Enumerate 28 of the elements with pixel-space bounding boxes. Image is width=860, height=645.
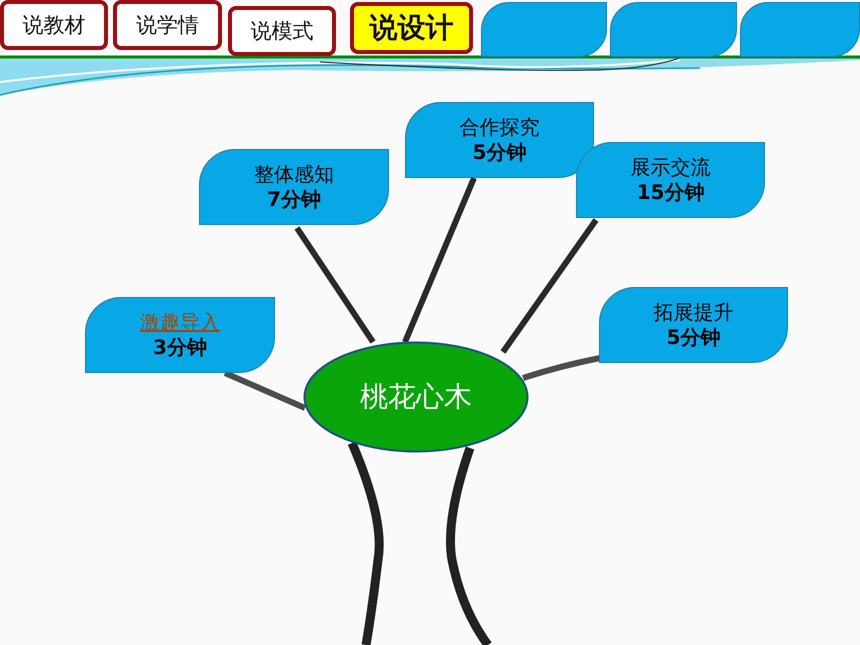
topic-ellipse: 桃花心木	[303, 341, 529, 453]
leaf-box	[199, 149, 389, 225]
branch-line	[294, 226, 376, 344]
branch-line	[224, 370, 306, 411]
duration-text: 15分钟	[636, 180, 704, 205]
leaf-box	[405, 102, 594, 178]
duration-text: 5分钟	[666, 325, 720, 350]
duration-text: 5分钟	[472, 140, 526, 165]
branch-line	[522, 355, 601, 381]
branch-line	[500, 218, 598, 354]
branch-line	[402, 176, 477, 344]
leaf-box	[85, 297, 275, 373]
duration-text: 7分钟	[267, 187, 321, 212]
step-title: 展示交流	[630, 155, 710, 180]
link: 激趣导入	[140, 310, 220, 335]
step-title: 合作探究	[460, 115, 540, 140]
duration-text: 3分钟	[153, 335, 207, 360]
tab-button: 说教材	[0, 0, 108, 50]
tab-button	[481, 2, 607, 57]
tab-button: 说模式	[228, 6, 336, 56]
step-title: 整体感知	[254, 162, 334, 187]
tab-button	[610, 2, 737, 57]
tab-button: 说设计	[350, 2, 473, 54]
leaf-box	[599, 287, 788, 363]
step-title: 拓展提升	[654, 300, 734, 325]
tab-button	[740, 2, 860, 57]
leaf-box	[576, 142, 765, 218]
tab-button: 说学情	[113, 0, 222, 50]
